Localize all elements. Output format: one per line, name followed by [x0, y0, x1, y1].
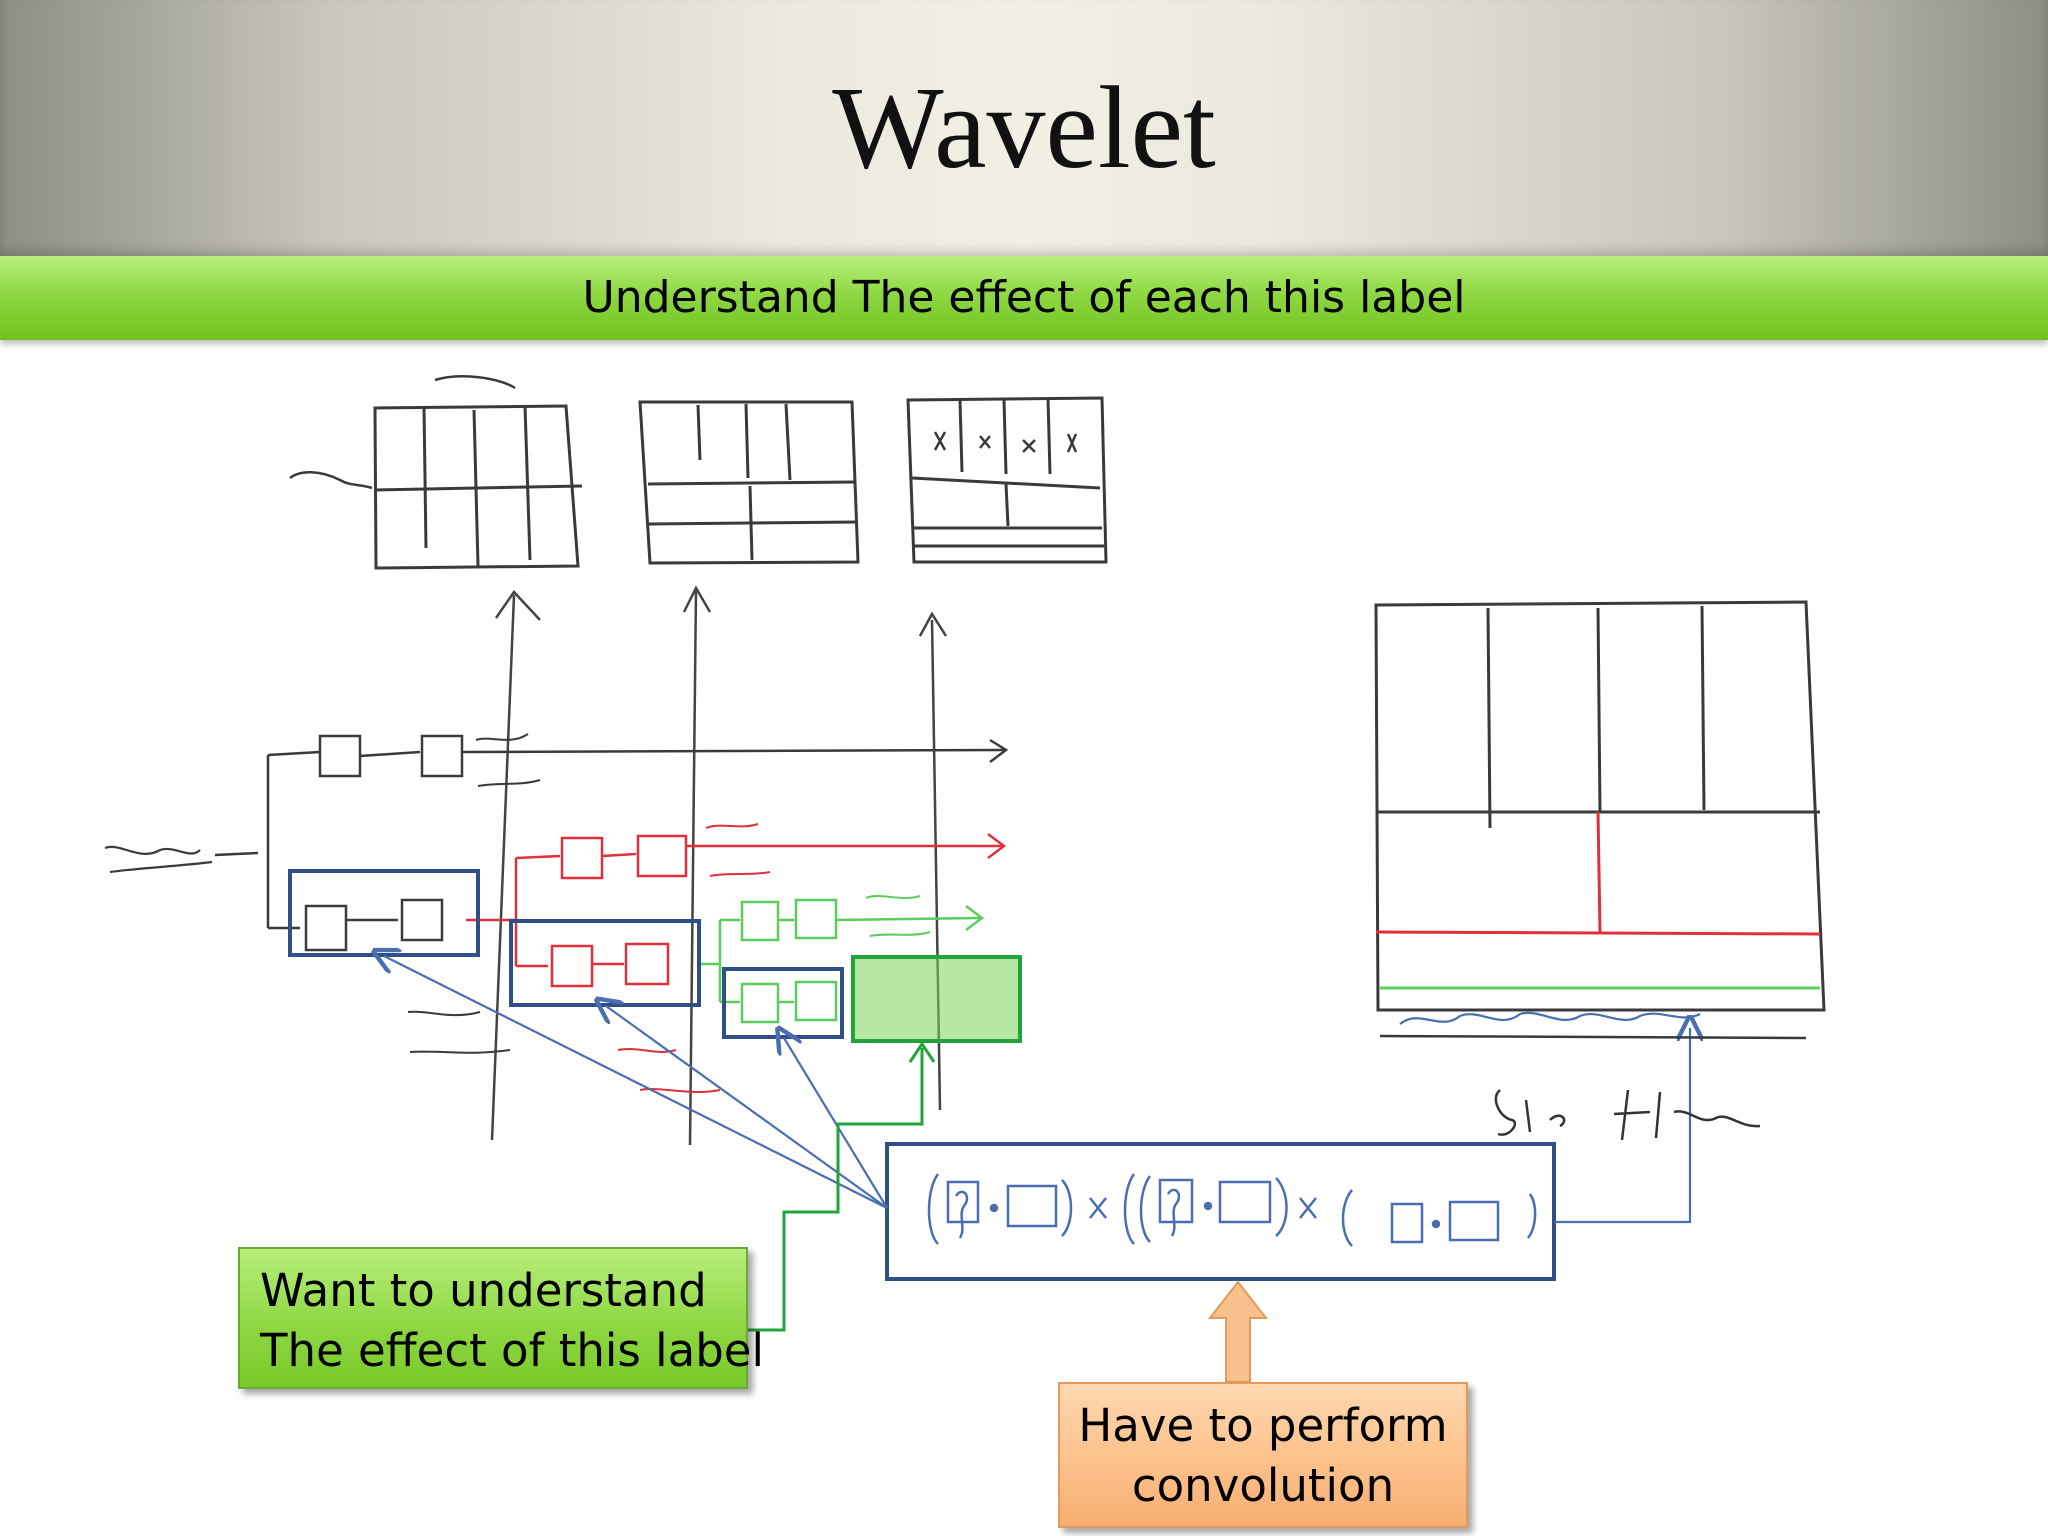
subtitle-band: Understand The effect of each this label: [0, 256, 2048, 340]
highlight-box-level-1: [288, 869, 480, 957]
filter-bank-level-3: [700, 895, 985, 1024]
orange-callout-line-2: convolution: [1131, 1459, 1395, 1512]
pointer-lines-blue: [384, 956, 1690, 1224]
orange-callout-line-1: Have to perform: [1078, 1399, 1448, 1452]
title-bar: Wavelet: [0, 0, 2048, 256]
filter-bank-level-2: [466, 823, 1007, 1093]
slide-subtitle: Understand The effect of each this label: [582, 272, 1466, 323]
convolution-expression-handwriting: [927, 1173, 1537, 1247]
space-time-tiling: [1374, 600, 1826, 1141]
time-axes: [490, 585, 948, 1146]
filter-bank-level-1: [104, 733, 1009, 1054]
tiling-grid-level-3: [906, 396, 1108, 564]
slide-title: Wavelet: [832, 62, 1216, 193]
convolution-expression-box: [885, 1142, 1556, 1281]
tiling-grid-level-1: [289, 375, 583, 570]
orange-up-arrow: [1207, 1280, 1269, 1383]
highlight-boxes: [288, 869, 844, 1039]
green-callout-understand-label: Want to understand The effect of this la…: [238, 1247, 764, 1389]
green-callout-line-2: The effect of this label: [260, 1324, 764, 1377]
highlight-box-approx-level-3: [851, 955, 1022, 1043]
orange-callout-convolution: Have to perform convolution: [1058, 1382, 1468, 1528]
pointer-line-green: [748, 1041, 936, 1332]
tiling-grid-level-2: [638, 400, 860, 565]
green-callout-line-1: Want to understand: [260, 1264, 707, 1317]
